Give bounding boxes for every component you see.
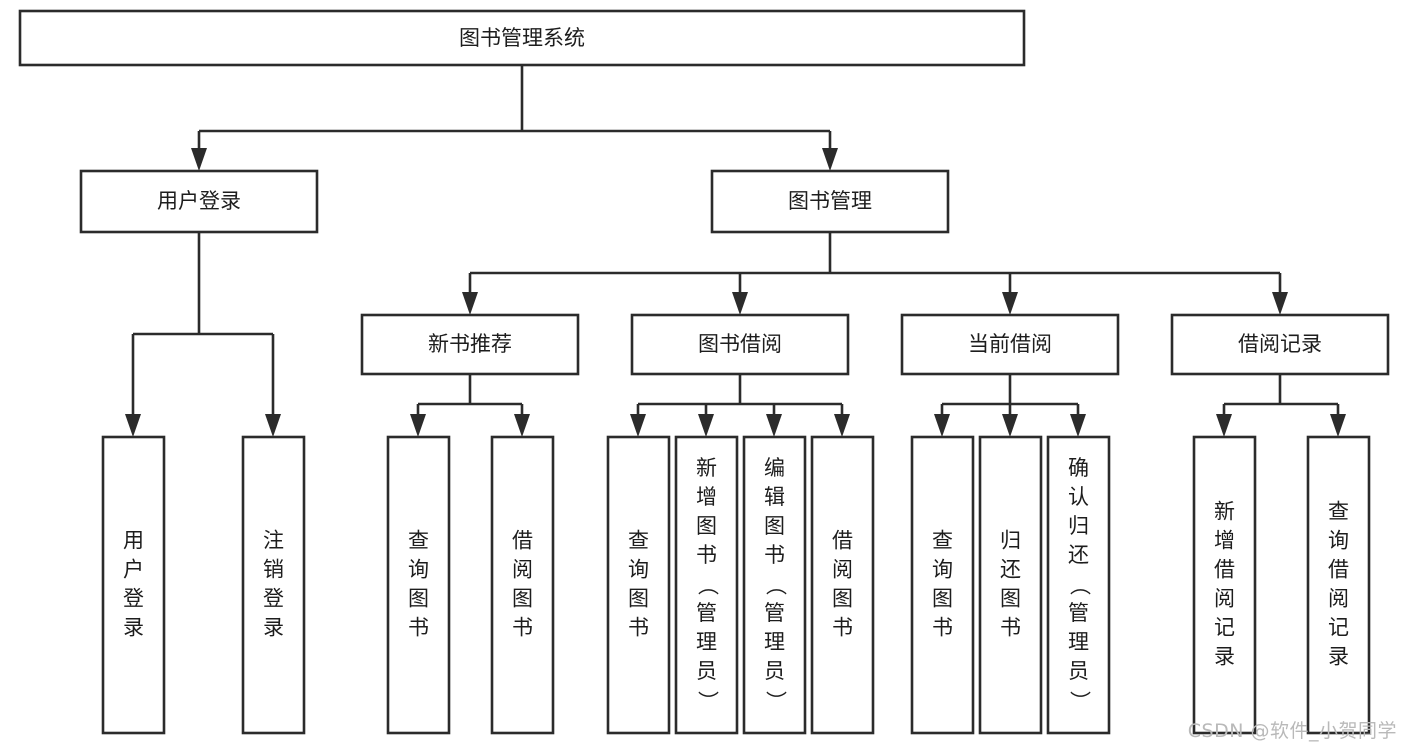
arrow-head-leaf-edit-book [766,414,782,437]
watermark: CSDN @软件_小贺同学 [1187,720,1397,742]
arrow-head-leaf-query-record [1330,414,1346,437]
node-leaf-confirm-return-label: 确认归还管理员 [1068,456,1089,683]
arrow-head-current-borrow [1002,292,1018,315]
node-leaf-logout-login-label: 注销登录 [263,529,284,640]
node-leaf-logout-login[interactable]: 注销登录 [241,435,306,735]
connector-group-borrow-record [1216,374,1346,437]
node-root-box[interactable] [18,9,1026,67]
node-user-login-label: 用户登录 [157,189,241,213]
node-book-borrow-box[interactable] [630,313,850,376]
node-leaf-add-book-box[interactable] [674,435,739,735]
node-current-borrow-box[interactable] [900,313,1120,376]
node-leaf-borrow-book-2-box[interactable] [810,435,875,735]
arrow-head-book-manage [822,148,838,171]
arrow-head-book-borrow [732,292,748,315]
vertical-char: ） [696,691,720,712]
arrow-head-leaf-add-record [1216,414,1232,437]
connector-group-book-borrow [630,374,850,437]
node-leaf-query-book-3-label: 查询图书 [932,529,953,640]
arrow-head-leaf-confirm-return [1070,414,1086,437]
node-leaf-query-book-1[interactable]: 查询图书 [386,435,451,735]
node-leaf-query-book-2-box[interactable] [606,435,671,735]
node-borrow-record-box[interactable] [1170,313,1390,376]
node-book-borrow[interactable]: 图书借阅 [630,313,850,376]
node-leaf-user-login[interactable]: 用户登录 [101,435,166,735]
node-root[interactable]: 图书管理系统 [18,9,1026,67]
connector-group-book-manage [462,232,1288,315]
node-leaf-query-record-label: 查询借阅记录 [1328,500,1349,669]
node-user-login[interactable]: 用户登录 [79,169,319,234]
node-leaf-query-book-3[interactable]: 查询图书 [910,435,975,735]
node-leaf-query-book-2-label: 查询图书 [628,529,649,640]
node-leaf-return-book[interactable]: 归还图书 [978,435,1043,735]
vertical-char: （ [764,575,788,596]
arrow-head-leaf-query-book-2 [630,414,646,437]
node-leaf-add-record[interactable]: 新增借阅记录 [1192,435,1257,735]
vertical-char: ） [1068,691,1092,712]
node-leaf-add-book-label: 新增图书管理员 [696,456,717,683]
node-leaf-borrow-book-1-box[interactable] [490,435,555,735]
arrow-head-leaf-user-login [125,414,141,437]
node-leaf-confirm-return-box[interactable] [1046,435,1111,735]
node-leaf-return-book-box[interactable] [978,435,1043,735]
node-leaf-query-record-box[interactable] [1306,435,1371,735]
node-leaf-borrow-book-2-label: 借阅图书 [832,529,853,640]
node-new-book-recommend-label: 新书推荐 [428,332,512,356]
node-leaf-add-record-box[interactable] [1192,435,1257,735]
arrow-head-new-book-recommend [462,292,478,315]
node-current-borrow-label: 当前借阅 [968,332,1052,356]
arrow-head-leaf-query-book-1 [410,414,426,437]
connector-group-root [191,65,838,171]
arrow-head-borrow-record [1272,292,1288,315]
arrow-head-leaf-borrow-book-1 [514,414,530,437]
node-leaf-edit-book-box[interactable] [742,435,807,735]
node-leaf-confirm-return[interactable]: 确认归还管理员 （ ） [1046,435,1111,735]
node-book-borrow-label: 图书借阅 [698,332,782,356]
arrow-head-leaf-query-book-3 [934,414,950,437]
node-leaf-borrow-book-2[interactable]: 借阅图书 [810,435,875,735]
node-leaf-user-login-label: 用户登录 [123,529,144,640]
connector-group-user-login [125,232,281,437]
node-borrow-record-label: 借阅记录 [1238,332,1322,356]
node-leaf-borrow-book-1[interactable]: 借阅图书 [490,435,555,735]
arrow-head-leaf-return-book [1002,414,1018,437]
connector-group-current-borrow [934,374,1086,437]
connector-group-new-book-recommend [410,374,530,437]
node-leaf-query-book-1-box[interactable] [386,435,451,735]
node-leaf-borrow-book-1-label: 借阅图书 [512,529,533,640]
node-leaf-edit-book-label: 编辑图书管理员 [764,456,785,683]
node-leaf-add-book[interactable]: 新增图书管理员 （ ） [674,435,739,735]
vertical-char: （ [1068,575,1092,596]
node-leaf-query-book-1-label: 查询图书 [408,529,429,640]
node-current-borrow[interactable]: 当前借阅 [900,313,1120,376]
vertical-char: ） [764,691,788,712]
node-leaf-query-book-3-box[interactable] [910,435,975,735]
arrow-head-user-login [191,148,207,171]
node-leaf-return-book-label: 归还图书 [1000,529,1021,640]
node-leaf-add-record-label: 新增借阅记录 [1214,500,1235,669]
arrow-head-leaf-logout-login [265,414,281,437]
node-leaf-logout-login-box[interactable] [241,435,306,735]
node-root-label: 图书管理系统 [459,26,585,50]
node-borrow-record[interactable]: 借阅记录 [1170,313,1390,376]
vertical-char: （ [696,575,720,596]
node-new-book-recommend[interactable]: 新书推荐 [360,313,580,376]
node-book-manage-label: 图书管理 [788,189,872,213]
node-leaf-query-book-2[interactable]: 查询图书 [606,435,671,735]
node-leaf-query-record[interactable]: 查询借阅记录 [1306,435,1371,735]
node-book-manage[interactable]: 图书管理 [710,169,950,234]
node-book-manage-box[interactable] [710,169,950,234]
node-user-login-box[interactable] [79,169,319,234]
node-new-book-recommend-box[interactable] [360,313,580,376]
arrow-head-leaf-add-book [698,414,714,437]
node-leaf-user-login-box[interactable] [101,435,166,735]
arrow-head-leaf-borrow-book-2 [834,414,850,437]
node-leaf-edit-book[interactable]: 编辑图书管理员 （ ） [742,435,807,735]
